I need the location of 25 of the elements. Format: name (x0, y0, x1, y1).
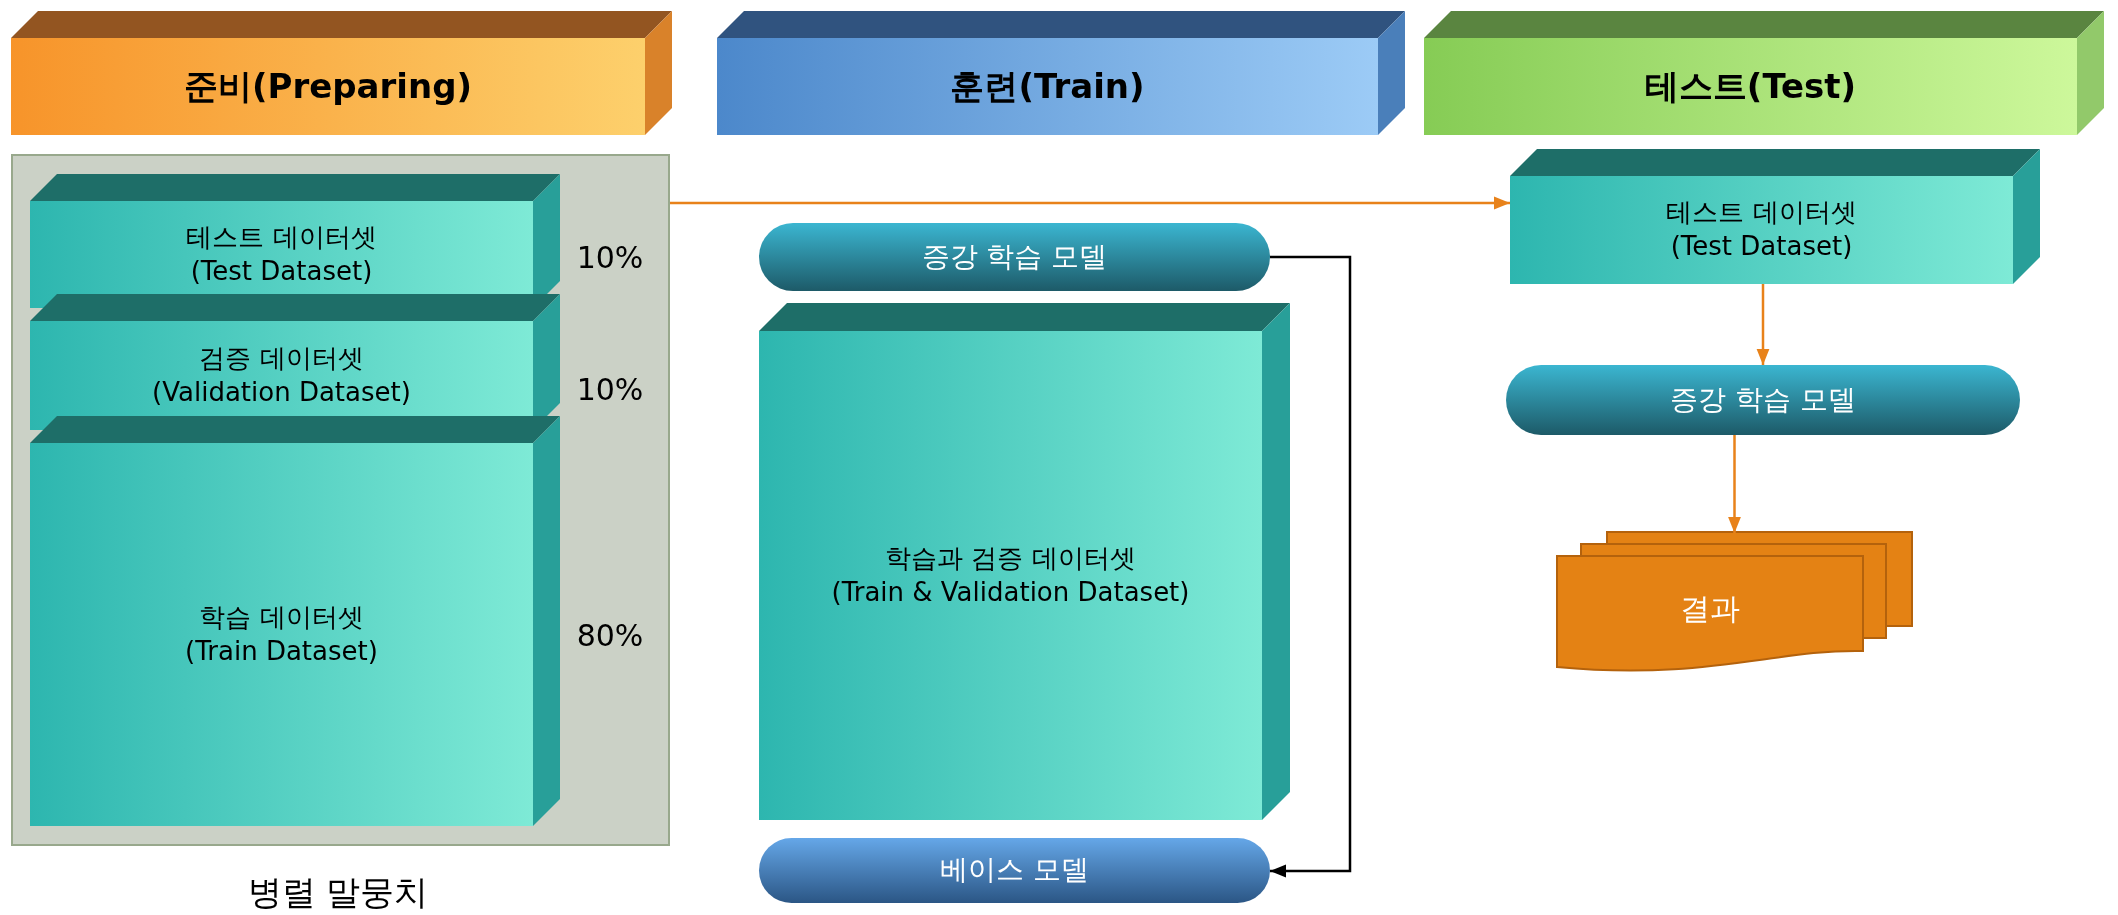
node-label: 테스트 데이터셋 (1666, 196, 1857, 230)
phase-title: 훈련(Train) (950, 65, 1145, 109)
node-label: 검증 데이터셋 (199, 341, 364, 375)
node-label: 결과 (1679, 590, 1740, 628)
node-label: 증강 학습 모델 (921, 238, 1108, 275)
node-label: (Train & Validation Dataset) (831, 575, 1190, 609)
arrow (1756, 284, 1770, 365)
node-label: 학습 데이터셋 (199, 600, 364, 634)
node-label: 테스트 데이터셋 (186, 220, 377, 254)
percentage-label: 80% (576, 617, 644, 653)
arrow (1270, 255, 1352, 878)
node-label: (Test Dataset) (190, 254, 373, 288)
node-label: 베이스 모델 (940, 852, 1089, 889)
node-label: (Test Dataset) (1670, 230, 1853, 263)
node-label: 학습과 검증 데이터셋 (885, 541, 1136, 575)
phase-title: 테스트(Test) (1644, 65, 1857, 109)
node-label: (Train Dataset) (185, 634, 378, 668)
percentage-label: 10% (576, 371, 644, 407)
node-label: (Validation Dataset) (152, 375, 411, 409)
percentage-label: 10% (576, 239, 644, 275)
arrow (670, 196, 1510, 210)
phase-title: 준비(Preparing) (183, 65, 473, 109)
node-label: 병렬 말뭉치 (247, 871, 429, 914)
arrow (1728, 435, 1741, 533)
node-label: 증강 학습 모델 (1670, 381, 1856, 418)
